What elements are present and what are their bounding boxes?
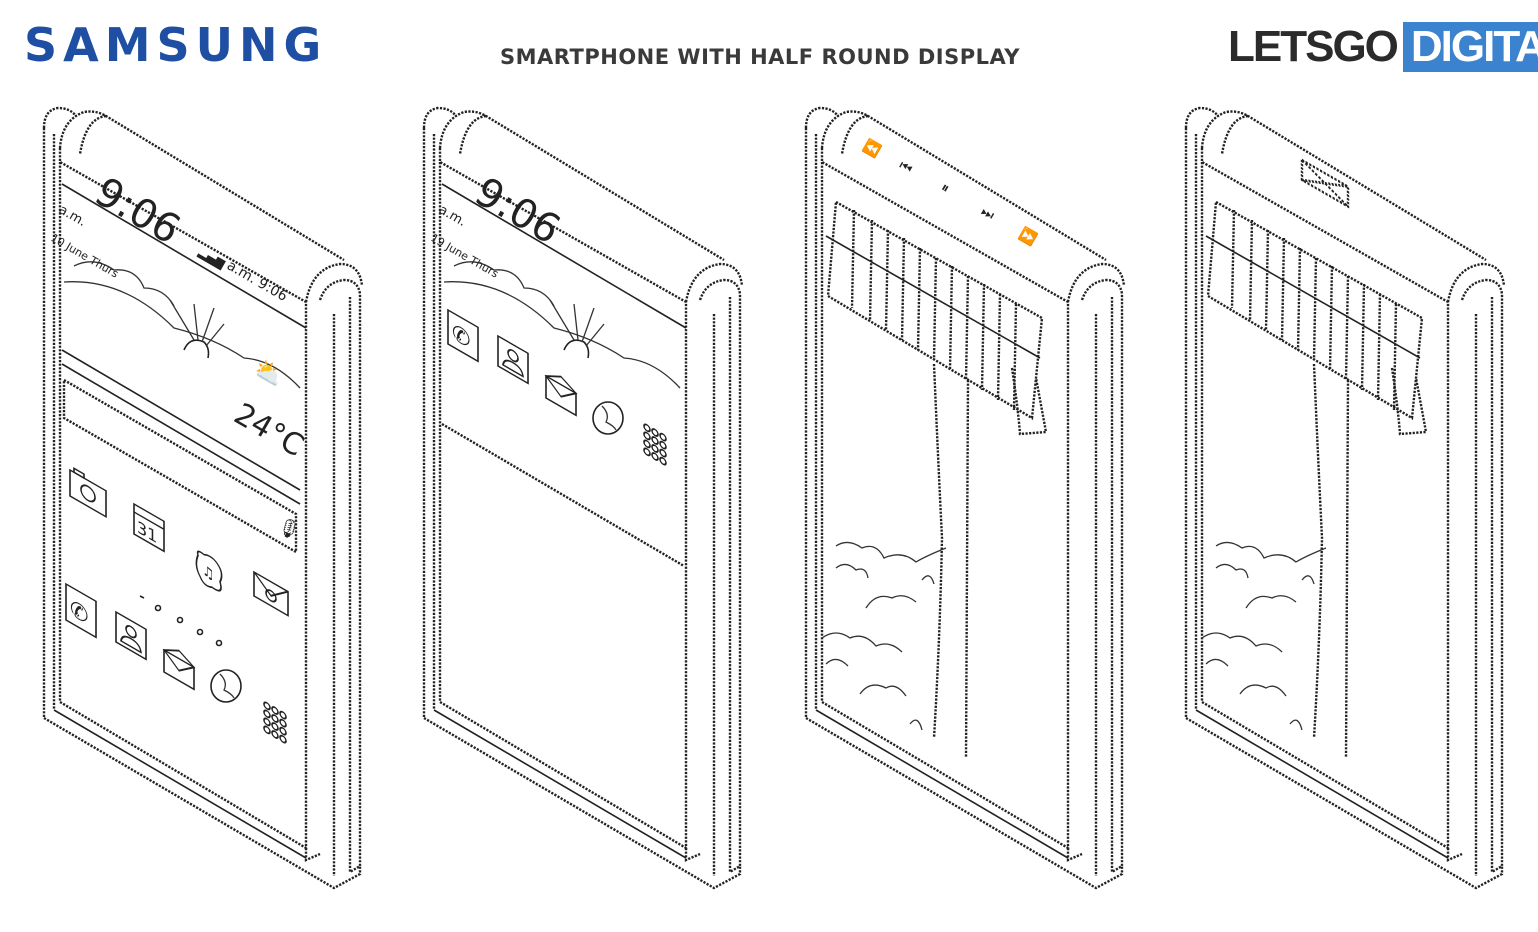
sun-cloud-icon: ⛅ [249, 353, 289, 392]
rewind-icon[interactable]: ⏪ [860, 137, 884, 160]
pause-icon[interactable]: ⏸ [938, 180, 952, 197]
svg-text:31: 31 [137, 518, 157, 548]
temperature: 24°C [228, 397, 310, 464]
next-icon[interactable]: ⏭ [978, 204, 997, 224]
svg-text:✆: ✆ [452, 318, 470, 355]
settings-mail-icon[interactable] [253, 570, 289, 617]
clock-time: 9:06 [467, 169, 568, 254]
clock-time: 9:06 [87, 169, 188, 254]
samsung-logo: SAMSUNG [24, 18, 328, 72]
letsgo-digital-logo: LETSGO DIGITAL [1228, 22, 1538, 72]
figure-1-icons: 31 ♫ ✆ [65, 466, 289, 744]
apps-grid-icon[interactable] [263, 701, 287, 744]
page-title: SMARTPHONE WITH HALF ROUND DISPLAY [500, 45, 1020, 69]
figure-2-screen-text: a.m. 9:06 19 June Thurs [429, 169, 568, 281]
letsgo-text: LETSGO [1228, 22, 1399, 71]
envelope-icon[interactable] [1300, 158, 1350, 209]
mail-icon[interactable] [162, 642, 196, 691]
music-icon[interactable]: ♫ [195, 549, 223, 594]
figure-2-half-display-edge [441, 422, 685, 568]
phone-icon[interactable]: ✆ [447, 308, 479, 363]
figure-3-phone [804, 106, 1126, 890]
figure-3-edge-controls: ⏪ ⏮ ⏸ ⏭ ⏩ [860, 137, 1040, 248]
phone-icon[interactable]: ✆ [65, 582, 97, 639]
figure-2-icons: ✆ [447, 308, 667, 466]
mail-icon[interactable] [544, 368, 578, 417]
digital-text: DIGITAL [1402, 22, 1538, 72]
globe-icon[interactable] [210, 669, 242, 703]
figure-1-phone [42, 106, 364, 890]
contact-icon[interactable] [497, 334, 529, 385]
figure-2-phone [422, 106, 744, 890]
svg-text:♫: ♫ [202, 561, 215, 585]
camera-icon[interactable] [69, 466, 107, 519]
calendar-icon[interactable]: 31 [133, 502, 165, 553]
apps-grid-icon[interactable] [643, 423, 667, 466]
globe-icon[interactable] [592, 401, 624, 435]
clock-ampm: a.m. [436, 202, 469, 229]
svg-text:✆: ✆ [70, 594, 88, 631]
mic-icon: 🎙 [274, 514, 304, 544]
contact-icon[interactable] [115, 610, 147, 661]
fast-forward-icon[interactable]: ⏩ [1016, 225, 1040, 248]
clock-ampm: a.m. [56, 202, 89, 229]
previous-icon[interactable]: ⏮ [896, 158, 915, 178]
page-indicator[interactable] [139, 595, 223, 647]
figure-4-phone [1184, 106, 1506, 890]
status-bar-time: a.m. 9:06 [224, 258, 290, 305]
